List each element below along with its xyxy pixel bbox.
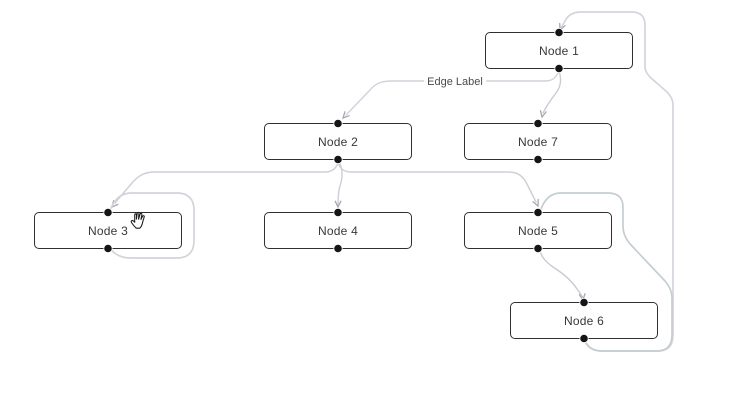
node-node-4[interactable]: Node 4 — [264, 212, 412, 249]
arrowhead-icon — [341, 111, 350, 120]
node-node-5[interactable]: Node 5 — [464, 212, 612, 249]
port-top-n7[interactable] — [533, 118, 543, 129]
port-top-n6[interactable] — [579, 297, 589, 308]
node-node-2[interactable]: Node 2 — [264, 123, 412, 160]
port-bottom-n1[interactable] — [554, 63, 564, 74]
edge-path[interactable] — [542, 69, 562, 114]
edge-node5-node6[interactable] — [539, 192, 673, 352]
node-label: Node 5 — [518, 223, 558, 238]
arrowhead-icon — [539, 110, 547, 119]
edge-node1-node2[interactable] — [341, 69, 560, 120]
arrowhead-icon — [532, 198, 539, 208]
port-top-n3[interactable] — [103, 207, 113, 218]
port-bottom-n6[interactable] — [579, 333, 589, 344]
edge-node1-node7[interactable] — [539, 69, 562, 119]
node-node-6[interactable]: Node 6 — [510, 302, 658, 339]
port-bottom-n5[interactable] — [533, 243, 543, 254]
edge-path[interactable] — [108, 192, 195, 259]
port-bottom-n3[interactable] — [103, 243, 113, 254]
edge-path[interactable] — [538, 247, 584, 299]
port-top-n1[interactable] — [554, 27, 564, 38]
edge-label[interactable]: Edge Label — [424, 76, 486, 88]
edge-path[interactable] — [337, 159, 537, 203]
edge-path[interactable] — [539, 192, 673, 352]
edge-node2-node5[interactable] — [337, 159, 539, 208]
port-top-n2[interactable] — [333, 118, 343, 129]
node-label: Node 6 — [564, 313, 604, 328]
node-node-7[interactable]: Node 7 — [464, 123, 612, 160]
node-label: Node 7 — [518, 134, 558, 149]
edge-path[interactable] — [345, 69, 560, 116]
port-bottom-n7[interactable] — [533, 154, 543, 165]
arrowhead-icon — [334, 200, 342, 209]
port-top-n4[interactable] — [333, 207, 343, 218]
node-label: Node 4 — [318, 223, 358, 238]
node-label: Node 3 — [88, 223, 128, 238]
port-bottom-n4[interactable] — [333, 243, 343, 254]
edge-path[interactable] — [114, 159, 339, 204]
port-bottom-n2[interactable] — [333, 154, 343, 165]
port-top-n5[interactable] — [533, 207, 543, 218]
node-label: Node 1 — [539, 43, 579, 58]
edge-node3-node3[interactable] — [108, 192, 195, 259]
node-node-1[interactable]: Node 1 — [485, 32, 633, 69]
node-label: Node 2 — [318, 134, 358, 149]
